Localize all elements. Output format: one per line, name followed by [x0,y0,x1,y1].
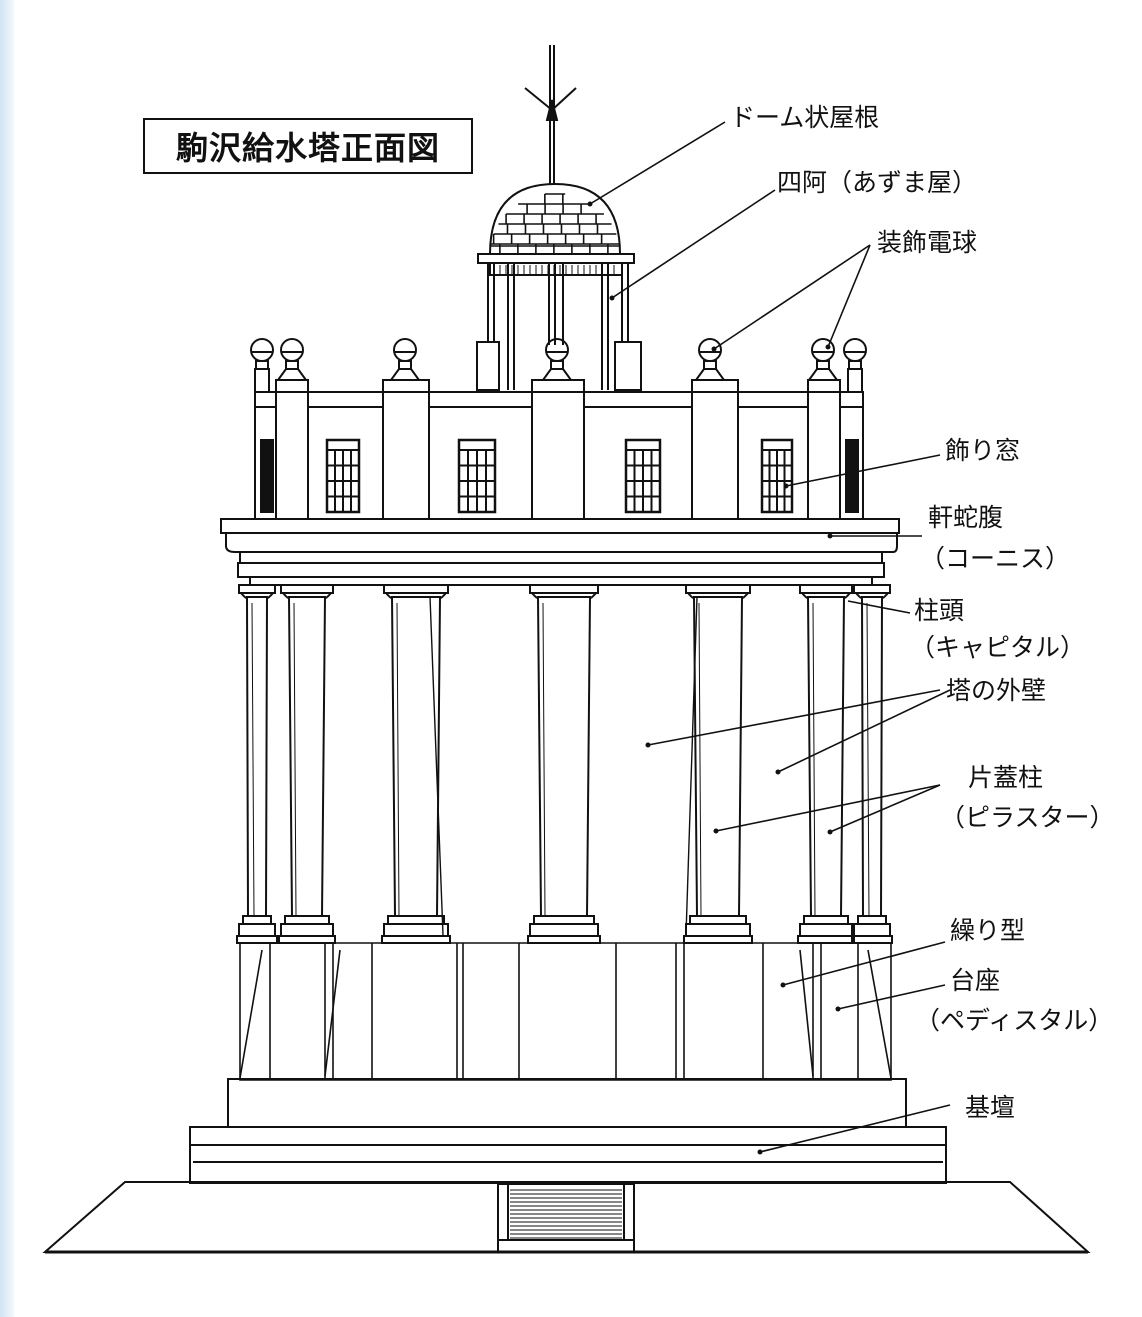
bulb [543,339,571,380]
label-outer-wall: 塔の外壁 [946,676,1047,705]
ground-plinth [45,1182,1088,1252]
bulb [696,339,724,380]
column [684,585,752,943]
cornice [221,519,899,585]
label-pilaster-kana: （ピラスター） [940,803,1115,832]
tower-outer-wall [430,597,697,935]
decorative-bulbs [251,339,866,392]
pedestal [240,943,891,1080]
label-cornice: 軒蛇腹 [928,503,1004,532]
columns [237,585,892,943]
column [852,585,892,943]
dome-roof [490,184,620,254]
window [459,440,495,512]
base-platform [190,1079,946,1183]
label-azumaya: 四阿（あずま屋） [777,168,978,197]
leader-lines [590,122,950,1152]
label-pedestal-kana: （ペディスタル） [915,1006,1114,1035]
column [279,585,335,943]
finial-antenna [525,45,576,184]
label-molding: 繰り型 [950,916,1026,945]
bulb [251,339,273,392]
gazebo [477,254,641,390]
label-pedestal: 台座 [950,966,1001,995]
column [382,585,450,943]
label-capital-kana: （キャピタル） [910,633,1086,662]
label-base: 基壇 [965,1093,1016,1122]
front-stairs [498,1184,634,1252]
window [626,440,660,512]
column [237,585,277,943]
label-pilaster: 片蓋柱 [968,763,1044,792]
drawing-title: 駒沢給水塔正面図 [143,118,473,174]
column [528,585,600,943]
label-dome-roof: ドーム状屋根 [730,103,880,132]
label-window: 飾り窓 [945,436,1021,465]
decorative-windows [261,440,858,512]
bulb [391,339,419,380]
window-slit [261,440,273,512]
bulb [278,339,306,380]
bulb [844,339,866,392]
window [762,440,792,512]
label-capital: 柱頭 [914,596,965,625]
label-bulbs: 装飾電球 [877,228,978,257]
leader-dots [587,201,841,1155]
window [327,440,359,512]
scan-edge [0,0,14,1317]
window-slit [846,440,858,512]
bulb [809,339,837,380]
label-cornice-kana: （コーニス） [920,544,1071,573]
column [798,585,854,943]
